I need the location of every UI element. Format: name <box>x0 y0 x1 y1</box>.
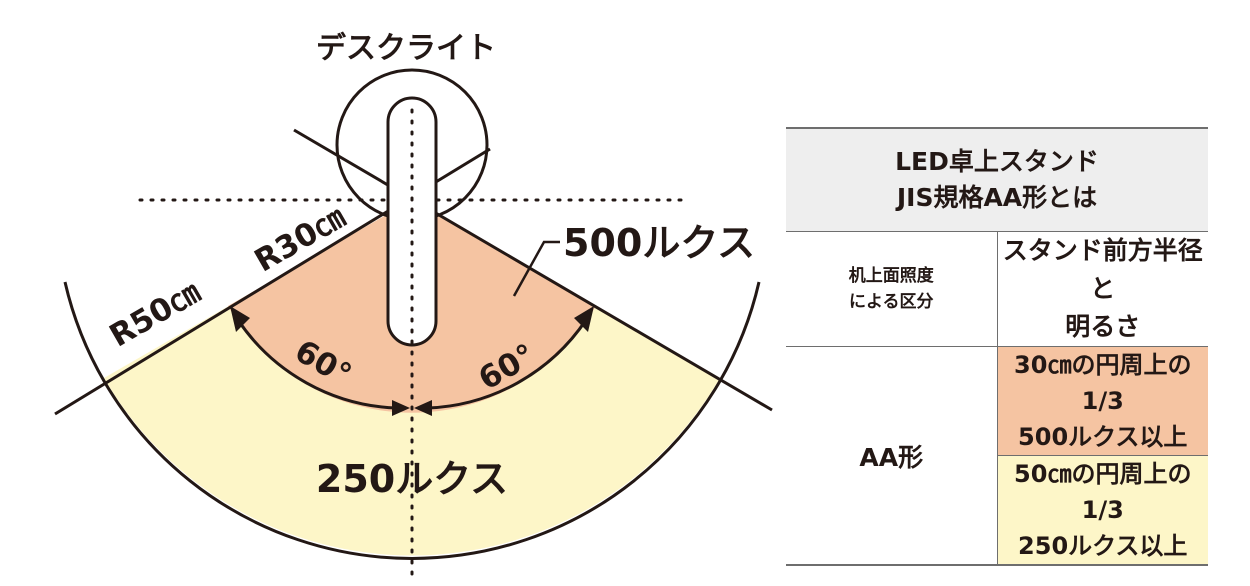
aa-grade-spec-table: LED卓上スタンド JIS規格AA形とは 机上面照度 による区分 スタンド前方半… <box>786 127 1208 566</box>
arrowhead-left-top <box>230 306 250 332</box>
outer-arc <box>63 281 761 560</box>
table-column-row: 机上面照度 による区分 スタンド前方半径と 明るさ <box>786 231 1208 347</box>
table-row-500: AA形 30㎝の円周上の1/3 500ルクス以上 <box>786 346 1208 566</box>
table-header-row: LED卓上スタンド JIS規格AA形とは <box>786 127 1208 232</box>
grade-aa: AA形 <box>786 346 998 566</box>
value-30cm-500lux: 30㎝の円周上の1/3 500ルクス以上 <box>997 346 1208 456</box>
label-250lux: 250ルクス <box>316 457 508 501</box>
label-500lux: 500ルクス <box>563 221 755 265</box>
desk-light-illuminance-diagram: デスクライト 500ルクス 250ルクス R30㎝ R50㎝ 60° 60° <box>54 31 773 577</box>
angle-arc-right <box>427 319 588 410</box>
arrowhead-left-bottom <box>392 400 410 416</box>
diagram-title: デスクライト <box>316 31 496 66</box>
col-header-brightness: スタンド前方半径と 明るさ <box>997 231 1208 347</box>
angle-arc-left <box>236 319 397 410</box>
table-header: LED卓上スタンド JIS規格AA形とは <box>786 127 1208 232</box>
leader-line-500lux <box>512 240 560 297</box>
table-row-250: 50㎝の円周上の1/3 250ルクス以上 <box>786 455 1208 566</box>
arrowhead-right-top <box>574 306 594 332</box>
right-boundary-line <box>293 128 773 412</box>
value-50cm-250lux: 50㎝の円周上の1/3 250ルクス以上 <box>997 455 1208 566</box>
arrowhead-right-bottom <box>414 400 432 416</box>
col-header-category: 机上面照度 による区分 <box>786 231 998 347</box>
